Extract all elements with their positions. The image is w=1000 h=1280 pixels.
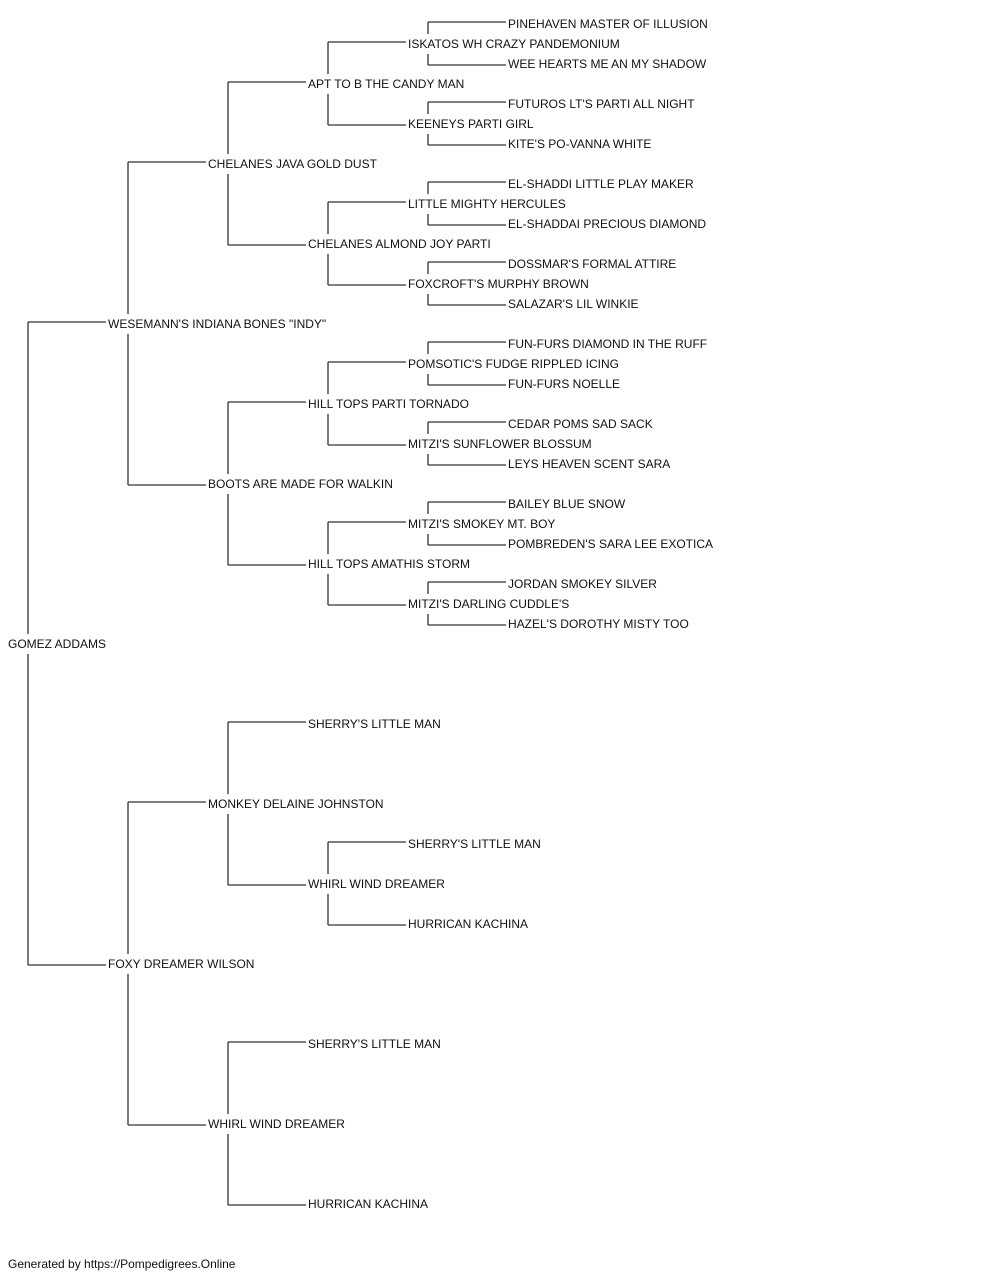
pedigree-entry-gen3: HURRICAN KACHINA <box>308 1197 429 1211</box>
pedigree-entry-gen4: MITZI'S SUNFLOWER BLOSSUM <box>408 437 592 451</box>
pedigree-entry-gen5: EL-SHADDI LITTLE PLAY MAKER <box>508 177 694 191</box>
pedigree-entry-gen5: SALAZAR'S LIL WINKIE <box>508 297 639 311</box>
pedigree-entry-gen3: CHELANES ALMOND JOY PARTI <box>308 237 491 251</box>
pedigree-entry-gen1: WESEMANN'S INDIANA BONES "INDY" <box>108 317 327 331</box>
pedigree-entry-gen5: KITE'S PO-VANNA WHITE <box>508 137 652 151</box>
pedigree-entry-gen5: FUTUROS LT'S PARTI ALL NIGHT <box>508 97 695 111</box>
pedigree-entry-gen5: LEYS HEAVEN SCENT SARA <box>508 457 671 471</box>
pedigree-entry-gen5: JORDAN SMOKEY SILVER <box>508 577 657 591</box>
pedigree-entry-gen5: FUN-FURS DIAMOND IN THE RUFF <box>508 337 708 351</box>
pedigree-entry-gen3: SHERRY'S LITTLE MAN <box>308 1037 441 1051</box>
generated-by-footer: Generated by https://Pompedigrees.Online <box>8 1257 236 1271</box>
pedigree-entry-gen2: WHIRL WIND DREAMER <box>208 1117 345 1131</box>
pedigree-entry-gen5: PINEHAVEN MASTER OF ILLUSION <box>508 17 708 31</box>
pedigree-entry-gen5: CEDAR POMS SAD SACK <box>508 417 653 431</box>
pedigree-entry-gen4: LITTLE MIGHTY HERCULES <box>408 197 566 211</box>
pedigree-entry-gen3: WHIRL WIND DREAMER <box>308 877 445 891</box>
pedigree-entry-gen2: BOOTS ARE MADE FOR WALKIN <box>208 477 393 491</box>
pedigree-entry-gen4: SHERRY'S LITTLE MAN <box>408 837 541 851</box>
pedigree-entry-gen4: ISKATOS WH CRAZY PANDEMONIUM <box>408 37 620 51</box>
pedigree-entry-gen4: MITZI'S DARLING CUDDLE'S <box>408 597 570 611</box>
pedigree-entry-gen3: HILL TOPS PARTI TORNADO <box>308 397 469 411</box>
pedigree-entry-gen4: HURRICAN KACHINA <box>408 917 529 931</box>
pedigree-entry-gen5: WEE HEARTS ME AN MY SHADOW <box>508 57 707 71</box>
pedigree-entry-gen4: FOXCROFT'S MURPHY BROWN <box>408 277 589 291</box>
pedigree-entry-gen2: MONKEY DELAINE JOHNSTON <box>208 797 384 811</box>
pedigree-entry-gen3: APT TO B THE CANDY MAN <box>308 77 465 91</box>
pedigree-entry-gen0: GOMEZ ADDAMS <box>8 637 107 651</box>
pedigree-entry-gen1: FOXY DREAMER WILSON <box>108 957 255 971</box>
pedigree-entry-gen4: POMSOTIC'S FUDGE RIPPLED ICING <box>408 357 619 371</box>
pedigree-entry-gen5: POMBREDEN'S SARA LEE EXOTICA <box>508 537 714 551</box>
pedigree-entry-gen3: SHERRY'S LITTLE MAN <box>308 717 441 731</box>
pedigree-entry-gen5: BAILEY BLUE SNOW <box>508 497 626 511</box>
pedigree-entry-gen5: EL-SHADDAI PRECIOUS DIAMOND <box>508 217 707 231</box>
pedigree-entry-gen3: HILL TOPS AMATHIS STORM <box>308 557 471 571</box>
pedigree-entry-gen5: HAZEL'S DOROTHY MISTY TOO <box>508 617 689 631</box>
pedigree-entry-gen4: MITZI'S SMOKEY MT. BOY <box>408 517 556 531</box>
pedigree-entry-gen2: CHELANES JAVA GOLD DUST <box>208 157 377 171</box>
pedigree-entry-gen5: DOSSMAR'S FORMAL ATTIRE <box>508 257 677 271</box>
pedigree-entry-gen4: KEENEYS PARTI GIRL <box>408 117 534 131</box>
pedigree-entry-gen5: FUN-FURS NOELLE <box>508 377 621 391</box>
